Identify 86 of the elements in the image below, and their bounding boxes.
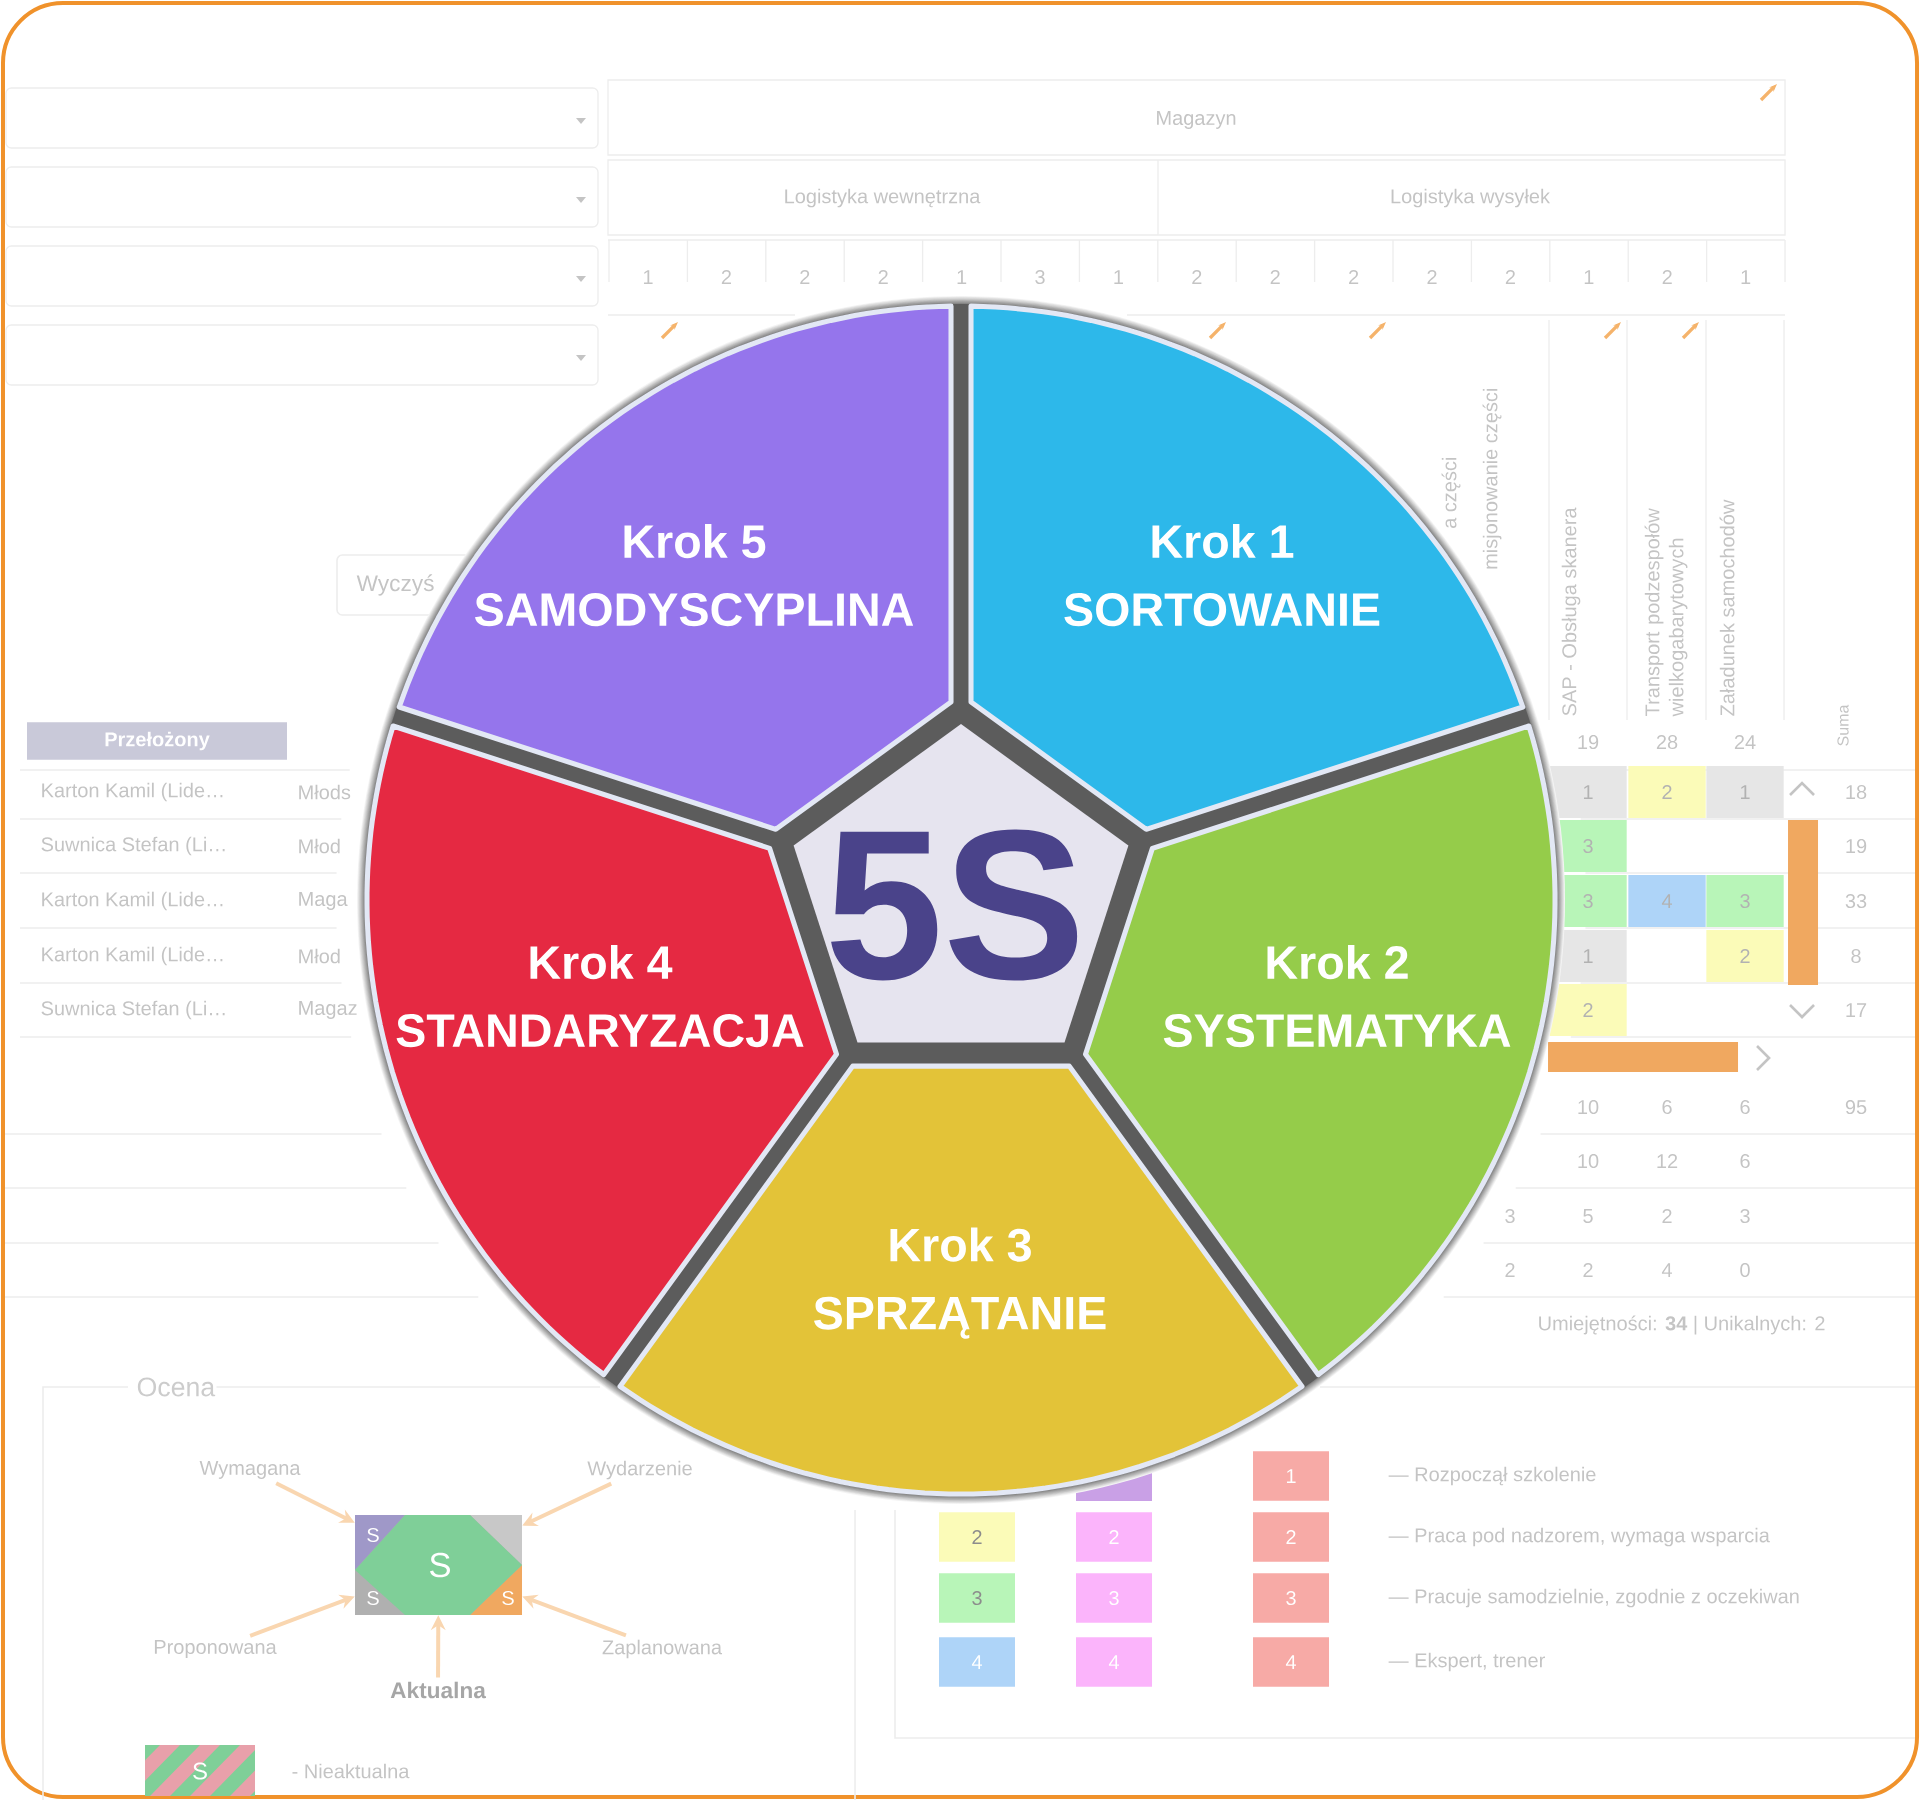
cell-letter: S [502,1590,514,1606]
table-cell: 3 [939,1573,1015,1623]
table-value: 6 [1662,1099,1672,1115]
table-value: 3 [1505,1208,1515,1224]
assessment-square-drawing [355,1515,522,1615]
table-value: 2 [1583,1263,1593,1277]
table-cell: 4 [1628,875,1706,927]
status-label: Proponowana [154,1640,277,1658]
table-value: 1 [1584,270,1594,284]
table-value: 17 [1846,1003,1867,1017]
table-value: 6 [1740,1153,1750,1169]
table-value: 2 [1662,1209,1672,1223]
table-cell: 2 [1549,984,1627,1036]
table-value: 10 [1578,1099,1599,1115]
column-header: Transport podzespołów wielkogabarytowych [1644,508,1688,717]
table-value: 1 [957,270,967,284]
table-value: 28 [1656,734,1678,750]
status-label: Wymagana [199,1461,301,1479]
table-cell: 3 [1706,875,1784,927]
table-value: 2 [1662,270,1672,284]
table-value: 2 [1427,270,1437,284]
table-value: 12 [1657,1154,1678,1168]
legend-text: — Pracuje samodzielnie, zgodnie z oczekiwan [1388,1588,1799,1608]
table-value: 33 [1845,893,1867,909]
table-value: 2 [721,270,731,284]
table-cell: 2 [1076,1512,1152,1562]
cell-letter: S [367,1590,379,1606]
table-value: 4 [1661,1263,1672,1277]
table-value: 2 [878,270,888,284]
table-value: 1 [1741,270,1751,284]
table-value: 2 [1192,270,1202,284]
table-cell: 2 [939,1512,1015,1562]
table-cell: 4 [1076,1637,1152,1687]
table-value: 6 [1740,1099,1750,1115]
legend-text: — Praca pod nadzorem, wymaga wsparcia [1388,1527,1770,1547]
table-cell-text: Karton Kamil (Lide… [42,782,223,802]
table-value: 1 [1114,270,1123,284]
cell-letter: S [367,1527,379,1543]
table-cell-text: Suwnica Stefan (Li… [41,836,225,856]
table-value: 3 [1035,269,1045,285]
table-cell-text: Karton Kamil (Lide… [42,946,223,966]
table-cell: 4 [1253,1637,1329,1687]
table-cell: 2 [1628,766,1706,818]
table-value: 5 [1583,1209,1593,1223]
table-value: 95 [1845,1099,1867,1115]
table-value: 3 [1740,1208,1750,1224]
table-cell: 4 [939,1637,1015,1687]
column-header: Logistyka wysyłek [1391,188,1550,208]
table-value: 2 [1270,270,1280,284]
table-cell-text: Młod [299,838,340,854]
table-value: 10 [1578,1153,1599,1169]
column-header: misjonowanie części [1482,389,1502,569]
table-cell: 1 [1253,1451,1329,1501]
legend-text: — Rozpoczął szkolenie [1388,1466,1596,1486]
table-value: 2 [1505,270,1515,284]
column-header: Suma [1837,704,1849,746]
table-cell: 2 [1706,930,1784,982]
status-label: Aktualna [390,1681,486,1699]
table-cell-text: Suwnica Stefan (Li… [41,1000,225,1020]
table-value: 2 [1349,270,1359,284]
table-cell: 2 [1253,1512,1329,1562]
table-value: 8 [1851,948,1861,964]
cell-letter: S [430,1552,450,1578]
column-header: Logistyka wewnętrzna [785,188,981,208]
column-header: SAP - Obsługa skanera [1561,507,1581,716]
table-value: 2 [1505,1263,1515,1277]
status-label: - Nieaktualna [292,1763,410,1779]
column-header: Magazyn [1157,111,1236,129]
status-label: Zaplanowana [602,1639,723,1659]
column-header: a części [1441,458,1461,528]
table-cell-text: Młods [299,784,351,800]
table-value: 24 [1734,735,1756,749]
table-cell-text: Karton Kamil (Lide… [42,891,223,911]
table-value: 0 [1740,1262,1750,1278]
cell-letter: S [193,1762,207,1780]
column-header: Załadunek samochodów [1719,499,1735,716]
table-value: 2 [800,270,810,284]
table-value: 19 [1578,734,1599,750]
table-cell-text: Maga [299,892,348,910]
table-value: 18 [1846,784,1867,800]
legend-text: — Ekspert, trener [1388,1652,1545,1672]
table-cell: 3 [1076,1573,1152,1623]
table-cell-text: Młod [299,948,340,964]
table-cell: 3 [1253,1573,1329,1623]
table-value: 1 [643,270,653,284]
table-value: 19 [1846,838,1867,854]
